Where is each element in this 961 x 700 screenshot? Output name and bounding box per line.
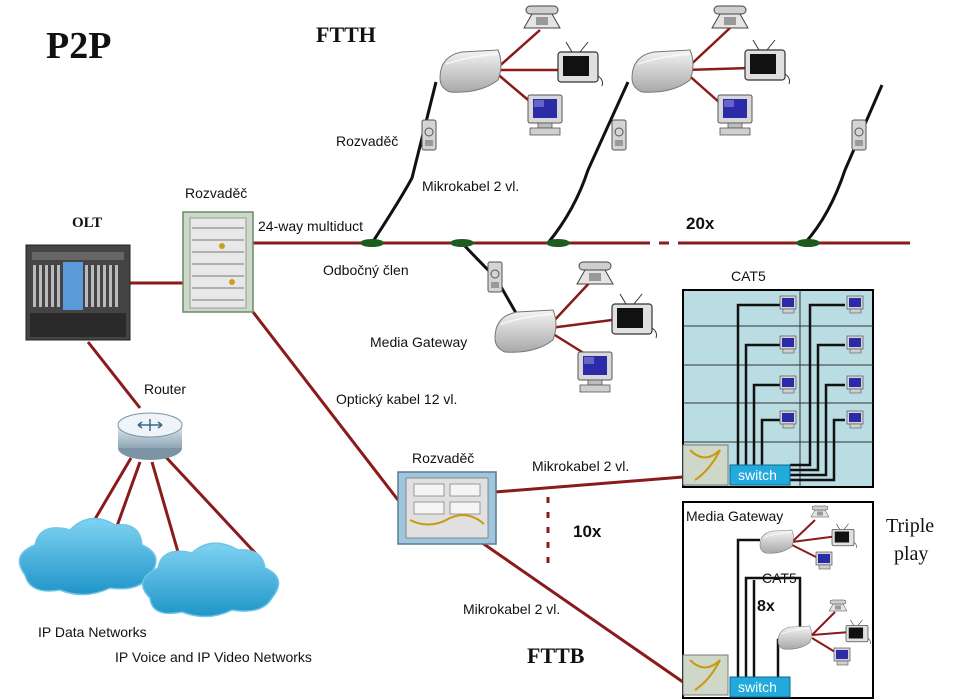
splitter-icon xyxy=(611,119,627,151)
ip-voice-video-label: IP Voice and IP Video Networks xyxy=(115,649,312,665)
multiplier-10x: 10x xyxy=(573,522,602,541)
computer-icon xyxy=(577,351,613,393)
phone-icon xyxy=(523,5,561,29)
opticky-kabel-label: Optický kabel 12 vl. xyxy=(336,391,458,407)
multiplier-8x: 8x xyxy=(757,598,775,615)
odbocny-clen-label: Odbočný člen xyxy=(323,262,409,278)
fttb-cabinet xyxy=(397,471,497,545)
splitter-icon xyxy=(851,119,867,151)
switch-bottom-label: switch xyxy=(738,679,777,695)
cat5-top-label: CAT5 xyxy=(731,268,766,284)
computer-icon xyxy=(717,94,753,136)
phone-icon xyxy=(576,261,614,285)
building-1 xyxy=(682,289,874,488)
olt-label: OLT xyxy=(72,215,103,231)
ftth-label: FTTH xyxy=(316,22,376,47)
switch-top-label: switch xyxy=(738,467,777,483)
mikrokabel-mid-label: Mikrokabel 2 vl. xyxy=(532,458,630,474)
phone-icon xyxy=(711,5,749,29)
home-3-lines xyxy=(549,279,613,364)
rozvadec-top-label: Rozvaděč xyxy=(336,133,399,149)
gateway-icon xyxy=(631,49,694,93)
micro-cables xyxy=(370,81,884,321)
multiplier-20x: 20x xyxy=(686,214,715,233)
fttb-label: FTTB xyxy=(527,643,585,668)
multiduct-label: 24-way multiduct xyxy=(258,218,364,234)
olt-device xyxy=(25,244,131,341)
diagram-title: P2P xyxy=(46,25,112,67)
ip-data-label: IP Data Networks xyxy=(38,624,147,640)
tv-icon xyxy=(557,41,604,87)
router-label: Router xyxy=(144,381,187,397)
cloud-ip-voice-video xyxy=(141,542,280,618)
odbocny-clen-joints xyxy=(360,239,820,247)
computer-icon xyxy=(527,94,563,136)
mikrokabel-top-label: Mikrokabel 2 vl. xyxy=(422,178,520,194)
cat5-bottom-label: CAT5 xyxy=(762,570,797,586)
media-gateway-box-label: Media Gateway xyxy=(686,508,784,524)
building-2 xyxy=(682,501,874,699)
splitter-icon xyxy=(421,119,437,151)
router-icon xyxy=(117,412,183,460)
splitter-icon xyxy=(487,261,503,293)
media-gateway-icon xyxy=(494,309,557,353)
cloud-ip-data xyxy=(18,517,157,596)
rozvadec-fttb-label: Rozvaděč xyxy=(412,450,475,466)
gateway-icon xyxy=(439,49,502,93)
cabinet-rack xyxy=(182,211,254,313)
triple-play-line-1: Triple xyxy=(886,515,935,537)
tv-icon xyxy=(744,39,791,85)
tv-icon xyxy=(611,293,658,339)
triple-play-line-2: play xyxy=(894,543,929,565)
fiber-lines xyxy=(76,241,910,684)
mikrokabel-bottom-label: Mikrokabel 2 vl. xyxy=(463,601,561,617)
rozvadec-olt-label: Rozvaděč xyxy=(185,185,248,201)
media-gateway-label: Media Gateway xyxy=(370,334,468,350)
